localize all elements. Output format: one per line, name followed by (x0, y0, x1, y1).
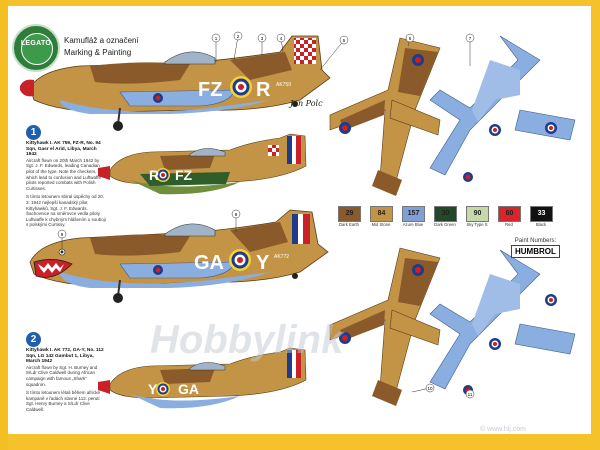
paint-swatch-3: 157 (402, 206, 425, 222)
aircraft-1-top-code-right: FZ (175, 167, 193, 183)
yellow-frame-strip (0, 0, 8, 450)
callout-circle (405, 33, 415, 43)
aircraft-2-bottom-view (429, 249, 576, 395)
aircraft-1-code-left: FZ (198, 79, 222, 101)
callout-circle (233, 31, 243, 41)
title-cz: Kamufláž a označení (64, 36, 139, 45)
paint-swatch-6-name: Red (505, 222, 513, 227)
paint-swatch-1: 29 (338, 206, 361, 222)
paint-swatch-7: 33 (530, 206, 553, 222)
paint-swatch-6: 60 (498, 206, 521, 222)
callout-number: 2 (237, 34, 240, 39)
callout-leader (319, 39, 345, 71)
legato-logo: LEGATO (12, 24, 60, 72)
aircraft-2-caption-cz: S tímto letounem létali během africké ka… (26, 390, 101, 412)
callout-number: 9 (61, 232, 64, 237)
callout-number: 3 (261, 36, 264, 41)
callout-circle (425, 383, 435, 393)
aircraft-2-code-left: GA (194, 252, 224, 274)
paint-numbers-label: Paint Numbers: (514, 238, 557, 244)
callout-number: 11 (468, 392, 473, 397)
callout-number: 5 (343, 38, 346, 43)
aircraft-1-bottom-view (429, 35, 576, 182)
aircraft-2-top-code-right: GA (178, 381, 199, 397)
callout-circle (231, 209, 241, 219)
callout-circle (257, 33, 267, 43)
aircraft-1-serial: AK759 (276, 82, 291, 88)
callout-circle (211, 33, 221, 43)
paint-brand: HUMBROL (511, 245, 560, 258)
aircraft-1-caption-en: Aircraft flown on 20th March 1942 by Sgt… (26, 157, 101, 191)
paint-swatch-7-name: Black (535, 222, 547, 227)
paint-swatch-4-name: Dark Green (434, 222, 456, 227)
paint-swatch-2: 84 (370, 206, 393, 222)
watermark: Hobbylink (150, 318, 344, 362)
callout-number: 4 (280, 36, 283, 41)
callout-circle (339, 35, 349, 45)
artist-signature: Jan Polc (290, 99, 323, 108)
paint-numbers-box: Paint Numbers: HUMBROL (511, 238, 560, 258)
logo-text: LEGATO (20, 40, 52, 47)
aircraft-1-code-right: R (256, 79, 271, 101)
paint-swatch-1-name: Dark Earth (338, 222, 359, 227)
aircraft-1-number-badge: 1 (26, 125, 41, 140)
paint-swatch-5-name: Sky Type S (466, 222, 488, 227)
aircraft-1-top-view (329, 37, 441, 196)
paint-swatch-3-name: Azure Blue (402, 222, 424, 227)
callout-number: 6 (409, 36, 412, 41)
aircraft-2-caption-title: Kittyhawk I. AK 772, GA-Y, No. 112 Sqn, … (26, 348, 104, 365)
aircraft-1-caption: Kittyhawk I. AK 759, FZ-R, No. 94 Sqn, G… (26, 141, 108, 228)
paint-swatch-2-name: Mid Stone (371, 222, 391, 227)
aircraft-2-top-view (329, 247, 441, 406)
callout-number: 10 (427, 386, 433, 391)
callout-circle (465, 33, 475, 43)
aircraft-2-serial: AK772 (274, 254, 289, 260)
aircraft-1-top-code-left: R (149, 167, 159, 183)
callout-circle (276, 33, 286, 43)
title-en: Marking & Painting (64, 48, 132, 57)
paint-swatch-5: 90 (466, 206, 489, 222)
page-title: Kamufláž a označení Marking & Painting (64, 35, 139, 59)
callout-circle (465, 389, 475, 399)
copyright: © www.hlj.com (480, 426, 526, 433)
paint-swatch-4: 30 (434, 206, 457, 222)
aircraft-2-caption-en: Aircraft flown by Sgt. H. Burney and S/L… (26, 364, 98, 387)
aircraft-2-number-badge: 2 (26, 332, 41, 347)
callout-number: 7 (469, 36, 472, 41)
callout-circle (57, 229, 67, 239)
aircraft-2-top-code-left: Y (148, 381, 158, 397)
callout-number: 8 (235, 212, 238, 217)
callout-number: 1 (215, 36, 218, 41)
aircraft-2-code-right: Y (256, 252, 270, 274)
aircraft-2-caption: Kittyhawk I. AK 772, GA-Y, No. 112 Sqn, … (26, 348, 108, 413)
aircraft-1-caption-title: Kittyhawk I. AK 759, FZ-R, No. 94 Sqn, G… (26, 141, 101, 158)
aircraft-1-caption-cz: S tímto letounem sbíral úspěchy od 20. 3… (26, 194, 106, 228)
